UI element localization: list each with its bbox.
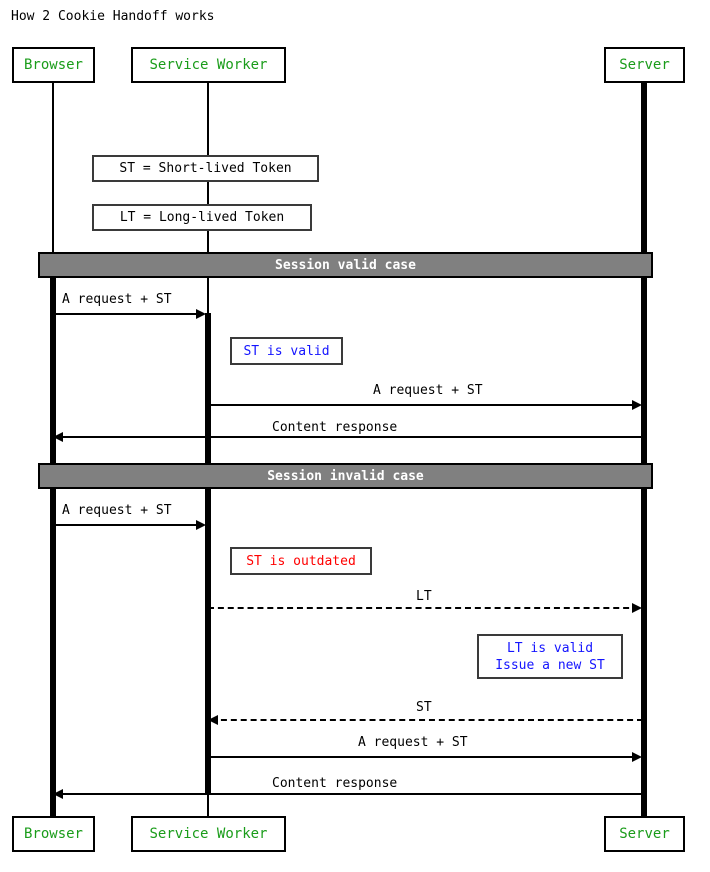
note-lt-definition: LT = Long-lived Token	[92, 204, 312, 231]
activation-service-worker	[205, 313, 211, 793]
participant-browser-top-label: Browser	[23, 57, 83, 73]
participant-service-worker-bottom-label: Service Worker	[149, 826, 268, 842]
participant-server-bottom[interactable]: Server	[604, 816, 685, 852]
activation-browser	[50, 252, 56, 816]
note-st-is-valid: ST is valid	[230, 337, 343, 365]
msg-server-to-sw-content-1-line	[56, 436, 643, 438]
msg-sw-to-server-lt-arrowhead	[632, 603, 642, 613]
msg-browser-to-sw-request-2-arrowhead	[196, 520, 206, 530]
note-st-definition-text: ST = Short-lived Token	[119, 161, 292, 176]
msg-server-to-browser-content-2-arrowhead	[53, 789, 63, 799]
note-st-is-outdated-line-1: ST is outdated	[246, 553, 356, 569]
participant-browser-top[interactable]: Browser	[12, 47, 95, 83]
msg-sw-to-server-request-1-arrowhead	[632, 400, 642, 410]
diagram-title: How 2 Cookie Handoff works	[11, 9, 215, 24]
msg-sw-to-server-request-1-label: A request + ST	[373, 383, 483, 398]
participant-server-top-label: Server	[619, 57, 670, 73]
msg-sw-to-server-request-2-label: A request + ST	[358, 735, 468, 750]
note-st-definition: ST = Short-lived Token	[92, 155, 319, 182]
note-lt-is-valid-line-2: Issue a new ST	[495, 657, 605, 673]
participant-service-worker-top-label: Service Worker	[149, 57, 268, 73]
msg-sw-to-server-request-2-arrowhead	[632, 752, 642, 762]
msg-browser-to-sw-request-2-label: A request + ST	[62, 503, 172, 518]
msg-sw-to-server-lt-label: LT	[416, 589, 432, 604]
participant-service-worker-bottom[interactable]: Service Worker	[131, 816, 286, 852]
msg-sw-to-server-lt-line	[208, 607, 639, 609]
msg-server-to-sw-st-arrowhead	[208, 715, 218, 725]
section-session-invalid: Session invalid case	[38, 463, 653, 489]
section-session-valid: Session valid case	[38, 252, 653, 278]
section-session-invalid-label: Session invalid case	[267, 468, 424, 484]
note-st-is-outdated: ST is outdated	[230, 547, 372, 575]
msg-browser-to-sw-request-1-label: A request + ST	[62, 292, 172, 307]
participant-browser-bottom[interactable]: Browser	[12, 816, 95, 852]
participant-service-worker-top[interactable]: Service Worker	[131, 47, 286, 83]
note-lt-is-valid-line-1: LT is valid	[506, 640, 594, 656]
participant-browser-bottom-label: Browser	[23, 826, 83, 842]
participant-server-top[interactable]: Server	[604, 47, 685, 83]
participant-server-bottom-label: Server	[619, 826, 670, 842]
msg-server-to-sw-st-label: ST	[416, 700, 432, 715]
msg-browser-to-sw-request-2-line	[53, 524, 203, 526]
msg-server-to-browser-content-2-label: Content response	[272, 776, 398, 791]
note-lt-is-valid: LT is valid Issue a new ST	[477, 634, 623, 679]
note-st-is-valid-line-1: ST is valid	[243, 343, 330, 359]
msg-browser-to-sw-request-1-line	[53, 313, 203, 315]
activation-server	[641, 47, 647, 816]
msg-server-to-sw-content-1-arrowhead	[53, 432, 63, 442]
section-session-valid-label: Session valid case	[275, 257, 416, 273]
msg-server-to-sw-content-1-label: Content response	[272, 420, 398, 435]
msg-browser-to-sw-request-1-arrowhead	[196, 309, 206, 319]
note-lt-definition-text: LT = Long-lived Token	[119, 210, 285, 225]
msg-sw-to-server-request-2-line	[208, 756, 639, 758]
msg-sw-to-server-request-1-line	[208, 404, 639, 406]
msg-server-to-browser-content-2-line	[56, 793, 643, 795]
msg-server-to-sw-st-line	[211, 719, 643, 721]
